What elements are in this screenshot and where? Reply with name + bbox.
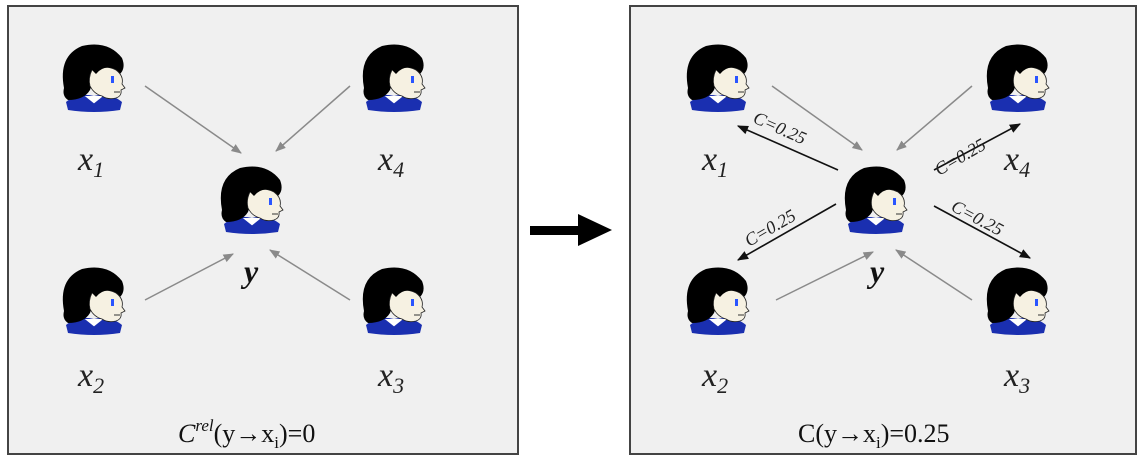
person-icon [986,267,1050,336]
node-label-y: y [866,253,885,289]
person-icon [220,166,284,235]
node-label-x3: x3 [1003,357,1030,398]
edge-x3-to-y [269,249,351,301]
edge-x2-to-y [144,253,234,301]
node-label-x1: x1 [701,141,728,182]
person-icon [362,44,426,113]
person-icon [986,44,1050,113]
edge-x3-to-y [895,249,973,301]
left-caption: Crel(y→xi)=0 [178,416,315,452]
node-label-x2: x2 [701,357,728,398]
person-icon [686,267,750,336]
node-label-x4: x4 [1003,141,1030,182]
edge-x1-to-y [144,85,242,154]
edge-x1-to-y [771,85,863,151]
edge-y-to-x1 [736,125,839,171]
edge-y-to-x2 [737,203,837,261]
left-panel: x1 x4 y x2 x3 Crel(y→xi)=0 [7,5,519,455]
person-icon [62,267,126,336]
edge-x4-to-y [896,85,973,151]
node-label-y: y [240,253,259,289]
edge-y-to-x3 [933,205,1031,259]
person-icon [686,44,750,113]
edge-y-to-x4 [933,123,1021,171]
person-icon [844,166,908,235]
person-icon [62,44,126,113]
right-caption: C(y→xi)=0.25 [798,419,950,452]
edge-x2-to-y [775,251,874,301]
right-panel: C=0.25 C=0.25 C=0.25 C=0.25 x1 x4 y x2 x… [629,5,1137,455]
node-label-x4: x4 [377,141,404,182]
person-icon [362,267,426,336]
edge-x4-to-y [275,85,351,152]
transition-arrow-icon [530,214,612,246]
node-label-x2: x2 [77,357,104,398]
node-label-x1: x1 [77,141,104,182]
node-label-x3: x3 [377,357,404,398]
